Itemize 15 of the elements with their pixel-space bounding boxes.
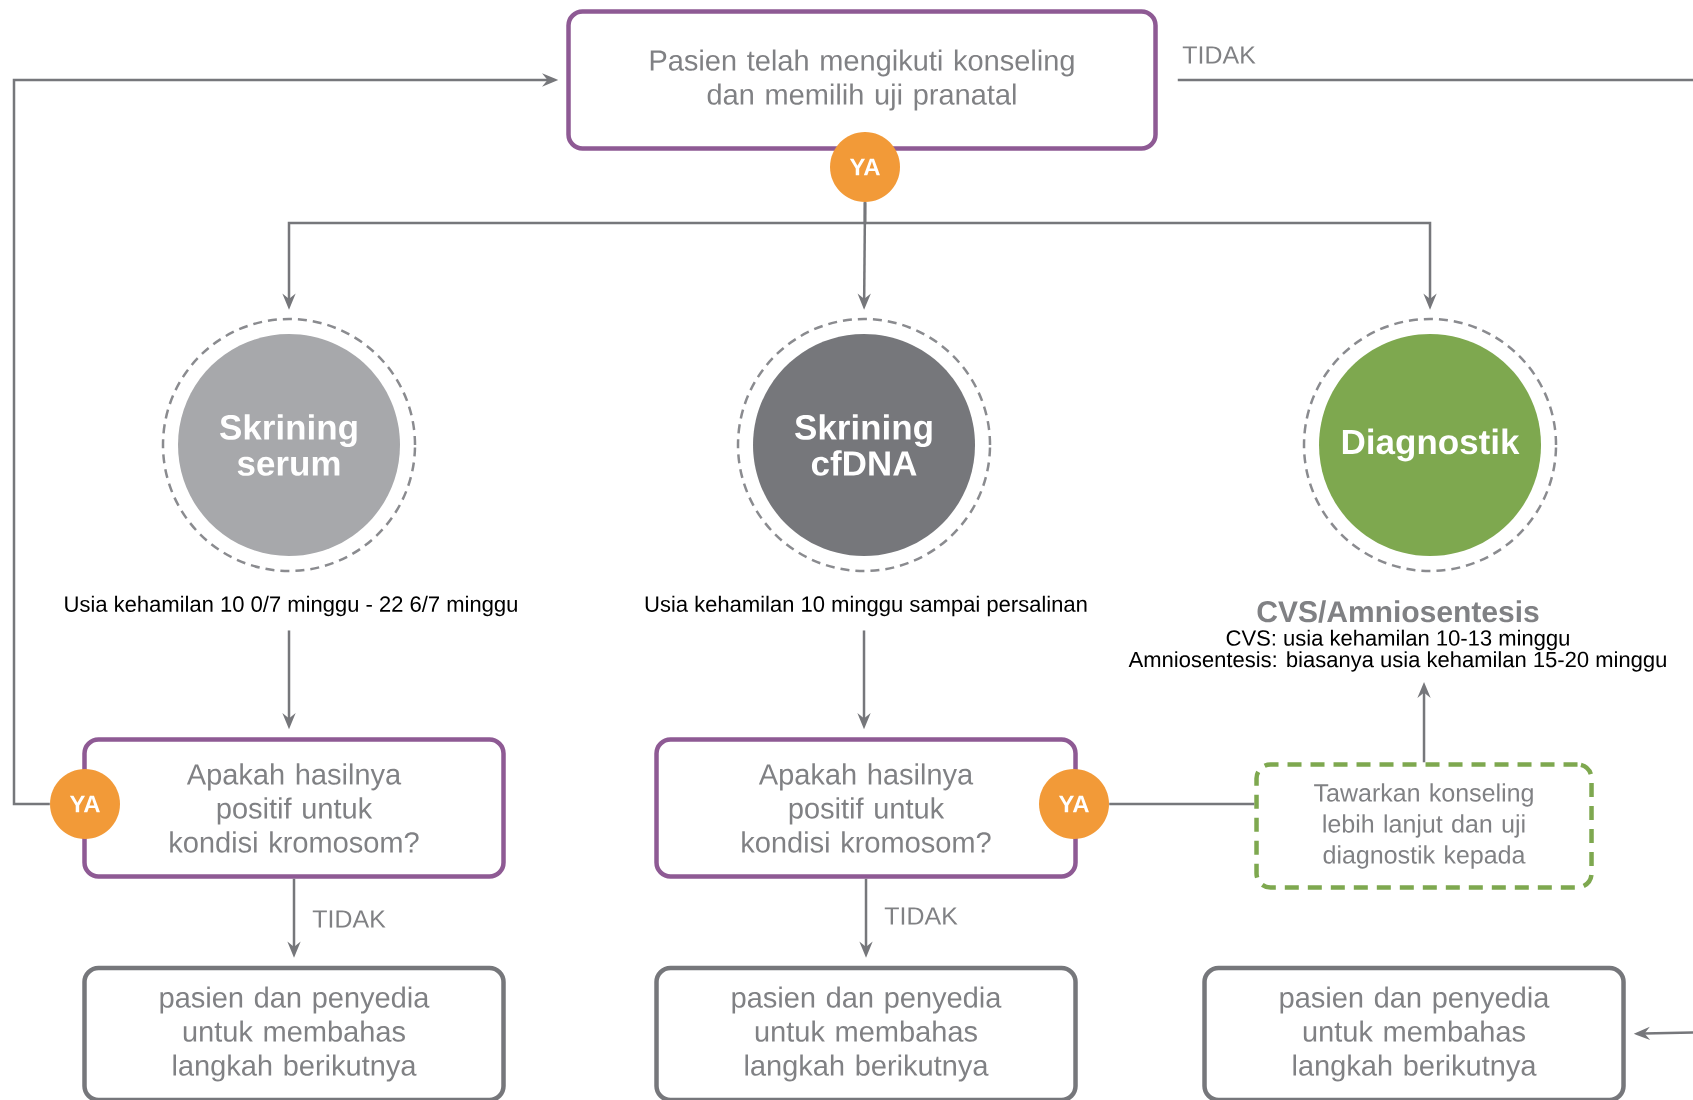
outcome-box: pasien dan penyedia untuk membahas langkah berikutnya [654, 965, 1078, 1100]
duration-text: Usia kehamilan 10 0/7 minggu - 22 6/7 minggu [65, 595, 517, 617]
offer-box: Tawarkan konseling lebih lanjut dan uji diagnostik kepada [1254, 762, 1594, 890]
arrow [1177, 78, 1693, 1041]
answer-badge: YA [1039, 769, 1109, 839]
answer-badge: YA [50, 769, 120, 839]
duration-text: Usia kehamilan 10 minggu sampai persalinan [645, 595, 1087, 617]
test-description: CVS/Amniosentesis CVS: usia kehamilan 10-13 minggu Amniosentesis: biasanya usia kehamilan 15-20 minggu [1128, 600, 1666, 672]
outcome-box: pasien dan penyedia untuk membahas langkah berikutnya [82, 965, 506, 1100]
edge-label: TIDAK [882, 905, 960, 927]
edge-label: TIDAK [310, 908, 388, 930]
outcome-box: pasien dan penyedia untuk membahas langkah berikutnya [1202, 965, 1626, 1100]
process-box: Pasien telah mengikuti konseling dan memilih uji pranatal [566, 9, 1158, 151]
edge-label: TIDAK [1180, 44, 1258, 66]
answer-badge: YA [830, 132, 900, 202]
